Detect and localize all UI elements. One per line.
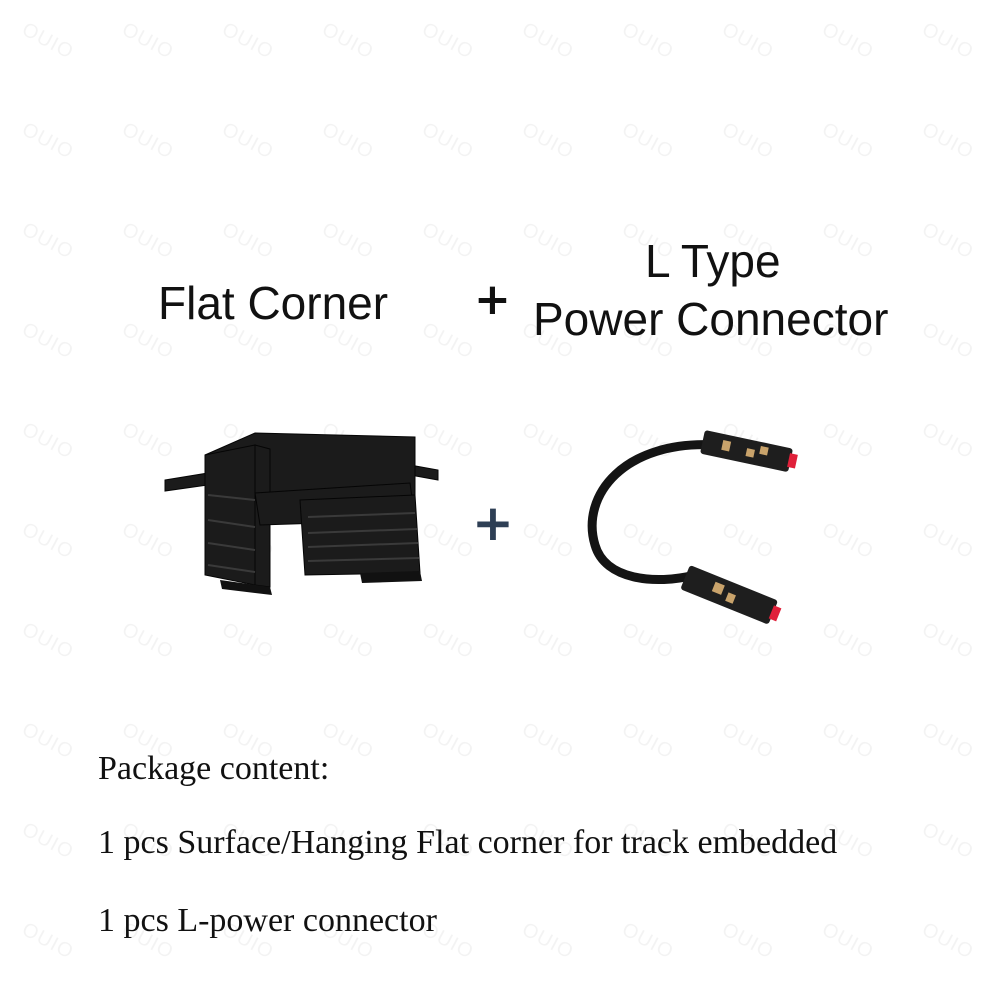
watermark-logo: OUIO [518,418,577,464]
watermark-logo: OUIO [218,218,277,264]
watermark-logo: OUIO [818,118,877,164]
watermark-logo: OUIO [518,718,577,764]
watermark-logo: OUIO [18,18,77,64]
watermark-logo: OUIO [18,118,77,164]
watermark-logo: OUIO [218,18,277,64]
watermark-logo: OUIO [18,518,77,564]
watermark-logo: OUIO [418,318,477,364]
watermark-logo: OUIO [518,518,577,564]
watermark-logo: OUIO [18,818,77,864]
l-type-heading: L Type [645,235,781,287]
power-connector-image [587,430,798,624]
watermark-logo: OUIO [718,718,777,764]
watermark-logo: OUIO [618,18,677,64]
watermark-logo: OUIO [718,18,777,64]
watermark-logo: OUIO [518,218,577,264]
watermark-logo: OUIO [418,118,477,164]
watermark-logo: OUIO [718,118,777,164]
watermark-logo: OUIO [18,918,77,964]
watermark-logo: OUIO [418,718,477,764]
watermark-logo: OUIO [918,418,977,464]
watermark-logo: OUIO [618,918,677,964]
watermark-logo: OUIO [418,18,477,64]
watermark-logo: OUIO [418,218,477,264]
watermark-logo: OUIO [518,918,577,964]
watermark-logo: OUIO [718,918,777,964]
flat-corner-heading: Flat Corner [158,277,389,329]
watermark-logo: OUIO [818,418,877,464]
watermark-logo: OUIO [618,718,677,764]
watermark-logo: OUIO [318,18,377,64]
watermark-logo: OUIO [918,618,977,664]
watermark-logo: OUIO [918,918,977,964]
watermark-logo: OUIO [218,118,277,164]
watermark-logo: OUIO [818,18,877,64]
watermark-logo: OUIO [118,18,177,64]
watermark-logo: OUIO [318,118,377,164]
plus-middle-sign: + [472,494,514,552]
watermark-logo: OUIO [818,718,877,764]
watermark-logo: OUIO [818,618,877,664]
watermark-logo: OUIO [518,618,577,664]
watermark-logo: OUIO [418,618,477,664]
watermark-logo: OUIO [18,418,77,464]
watermark-logo: OUIO [918,118,977,164]
watermark-logo: OUIO [18,618,77,664]
plus-top-sign: + [474,274,511,325]
package-item-1: 1 pcs Surface/Hanging Flat corner for tr… [98,824,838,861]
watermark-logo: OUIO [218,618,277,664]
watermark-logo: OUIO [518,18,577,64]
flat-corner-image [164,432,439,595]
watermark-logo: OUIO [918,518,977,564]
watermark-logo: OUIO [818,218,877,264]
watermark-logo: OUIO [18,318,77,364]
watermark-logo: OUIO [318,218,377,264]
watermark-logo: OUIO [618,118,677,164]
watermark-logo: OUIO [918,318,977,364]
power-connector-heading: Power Connector [533,293,889,345]
watermark-logo: OUIO [918,218,977,264]
watermark-logo: OUIO [118,118,177,164]
watermark-logo: OUIO [918,818,977,864]
watermark-logo: OUIO [918,718,977,764]
watermark-logo: OUIO [918,18,977,64]
watermark-logo: OUIO [518,118,577,164]
package-title: Package content: [98,750,330,787]
package-item-2: 1 pcs L-power connector [98,902,437,939]
watermark-logo: OUIO [118,218,177,264]
watermark-logo: OUIO [18,218,77,264]
watermark-logo: OUIO [318,618,377,664]
watermark-logo: OUIO [818,518,877,564]
watermark-logo: OUIO [18,718,77,764]
watermark-logo: OUIO [118,618,177,664]
watermark-logo: OUIO [818,918,877,964]
